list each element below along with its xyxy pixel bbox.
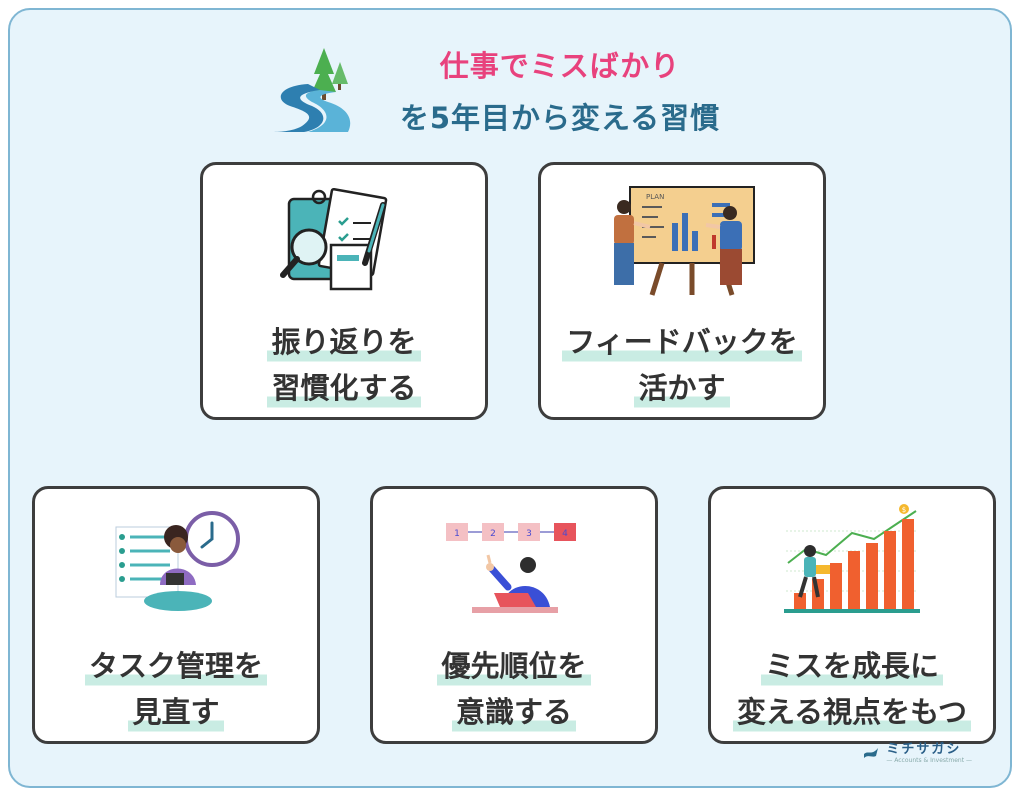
brand-mark-icon: [864, 748, 879, 758]
card-line2: 変える視点をもつ: [733, 689, 971, 735]
card-label: タスク管理を 見直す: [35, 643, 317, 735]
brand-name: ミチサガシ: [886, 742, 962, 757]
card-task-management: タスク管理を 見直す: [32, 486, 320, 744]
card-reflection: 振り返りを 習慣化する: [200, 162, 488, 420]
card-label: 優先順位を 意識する: [373, 643, 655, 735]
card-line1: フィードバックを: [562, 319, 802, 365]
growth-chart-icon: $: [784, 504, 920, 613]
title-line2: を5年目から変える習慣: [399, 101, 721, 135]
step-2: 2: [490, 529, 496, 539]
presentation-board-icon: PLAN: [614, 186, 755, 296]
card-line2: 意識する: [451, 689, 576, 735]
coin-symbol: $: [902, 506, 906, 514]
card-line2: 活かす: [634, 365, 730, 411]
priority-steps-icon: 1 2 3 4: [446, 523, 576, 613]
step-3: 3: [526, 529, 532, 539]
board-text: PLAN: [646, 193, 664, 201]
card-label: ミスを成長に 変える視点をもつ: [711, 643, 993, 735]
card-line1: 優先順位を: [437, 643, 591, 689]
step-4: 4: [562, 529, 568, 539]
card-growth: $ ミスを成長に 変える視点をもつ: [708, 486, 996, 744]
card-label: 振り返りを 習慣化する: [203, 319, 485, 411]
card-line1: 振り返りを: [267, 319, 421, 365]
card-line2: 習慣化する: [267, 365, 421, 411]
card-line2: 見直す: [128, 689, 224, 735]
brand-sub: — Accounts & Investment —: [886, 757, 972, 764]
card-line1: タスク管理を: [84, 643, 267, 689]
card-feedback: PLAN フィードバックを 活かす: [538, 162, 826, 420]
card-line1: ミスを成長に: [760, 643, 943, 689]
card-label: フィードバックを 活かす: [541, 319, 823, 411]
card-priority: 1 2 3 4 優先順位を 意識する: [370, 486, 658, 744]
infographic-frame: 仕事でミスばかり を5年目から変える習慣 振り返りを 習慣化する PLAN: [8, 8, 1012, 788]
title-line1: 仕事でミスばかり: [439, 49, 681, 83]
page-title: 仕事でミスばかり を5年目から変える習慣: [360, 40, 760, 144]
brand-logo: ミチサガシ — Accounts & Investment —: [862, 738, 972, 764]
task-clock-icon: [115, 511, 240, 611]
step-1: 1: [454, 529, 460, 539]
road-tree-logo-icon: [270, 48, 351, 132]
clipboard-magnifier-icon: [280, 187, 388, 291]
